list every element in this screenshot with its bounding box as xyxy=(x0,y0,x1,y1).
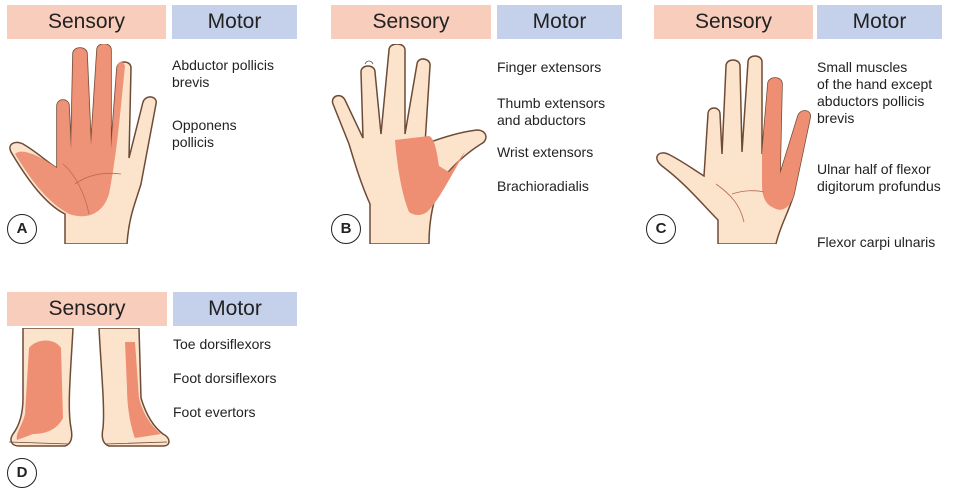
sensory-header: Sensory xyxy=(7,292,167,326)
motor-item: Opponens pollicis xyxy=(172,117,237,151)
motor-item: Brachioradialis xyxy=(497,178,589,195)
sensory-header: Sensory xyxy=(7,5,166,39)
motor-item: Thumb extensors and abductors xyxy=(497,95,605,129)
panel-label-d: D xyxy=(7,458,37,488)
sensory-header: Sensory xyxy=(331,5,491,39)
panel-label-a: A xyxy=(7,214,37,244)
motor-header: Motor xyxy=(817,5,942,39)
motor-header: Motor xyxy=(173,292,297,326)
panel-label-b: B xyxy=(331,214,361,244)
motor-item: Finger extensors xyxy=(497,59,601,76)
sensory-header: Sensory xyxy=(654,5,813,39)
panel-label-c: C xyxy=(646,214,676,244)
palm-hand-illustration-median xyxy=(5,44,170,244)
motor-item: Wrist extensors xyxy=(497,144,593,161)
motor-item: Ulnar half of flexor digitorum profundus xyxy=(817,161,941,195)
motor-item: Small muscles of the hand except abducto… xyxy=(817,59,932,127)
motor-item: Toe dorsiflexors xyxy=(173,336,271,353)
motor-item: Foot dorsiflexors xyxy=(173,370,276,387)
motor-item: Flexor carpi ulnaris xyxy=(817,234,935,251)
motor-item: Abductor pollicis brevis xyxy=(172,57,274,91)
motor-header: Motor xyxy=(172,5,297,39)
legs-feet-illustration-peroneal xyxy=(5,328,175,453)
motor-header: Motor xyxy=(497,5,622,39)
palm-hand-illustration-ulnar xyxy=(648,44,818,244)
motor-item: Foot evertors xyxy=(173,404,255,421)
